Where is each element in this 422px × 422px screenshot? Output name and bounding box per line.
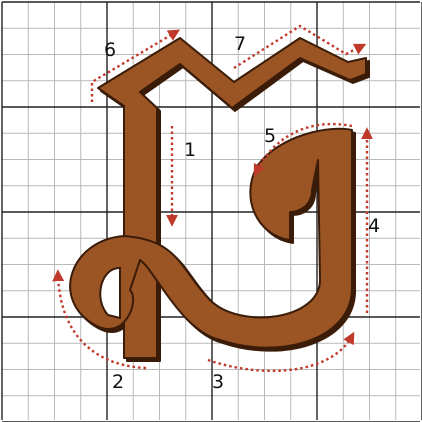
stroke-6-arrow	[90, 29, 181, 102]
step-number-7: 7	[234, 33, 246, 55]
glyph-left-loop-counter	[99, 267, 121, 320]
stroke-3-arrow	[207, 331, 355, 373]
step-number-3: 3	[212, 371, 224, 393]
step-number-2: 2	[112, 371, 124, 393]
khmer-letter-glyph	[69, 37, 370, 362]
stroke-7-arrow	[233, 24, 367, 70]
stroke-5-arrow	[253, 122, 353, 177]
glyph-left-loop-and-bowl	[69, 127, 353, 349]
step-number-4: 4	[368, 215, 380, 237]
step-number-6: 6	[104, 39, 116, 61]
stroke-2-arrow	[52, 269, 147, 370]
glyph-serif-zigzag	[97, 37, 367, 359]
step-number-1: 1	[184, 139, 196, 161]
step-number-5: 5	[264, 125, 276, 147]
